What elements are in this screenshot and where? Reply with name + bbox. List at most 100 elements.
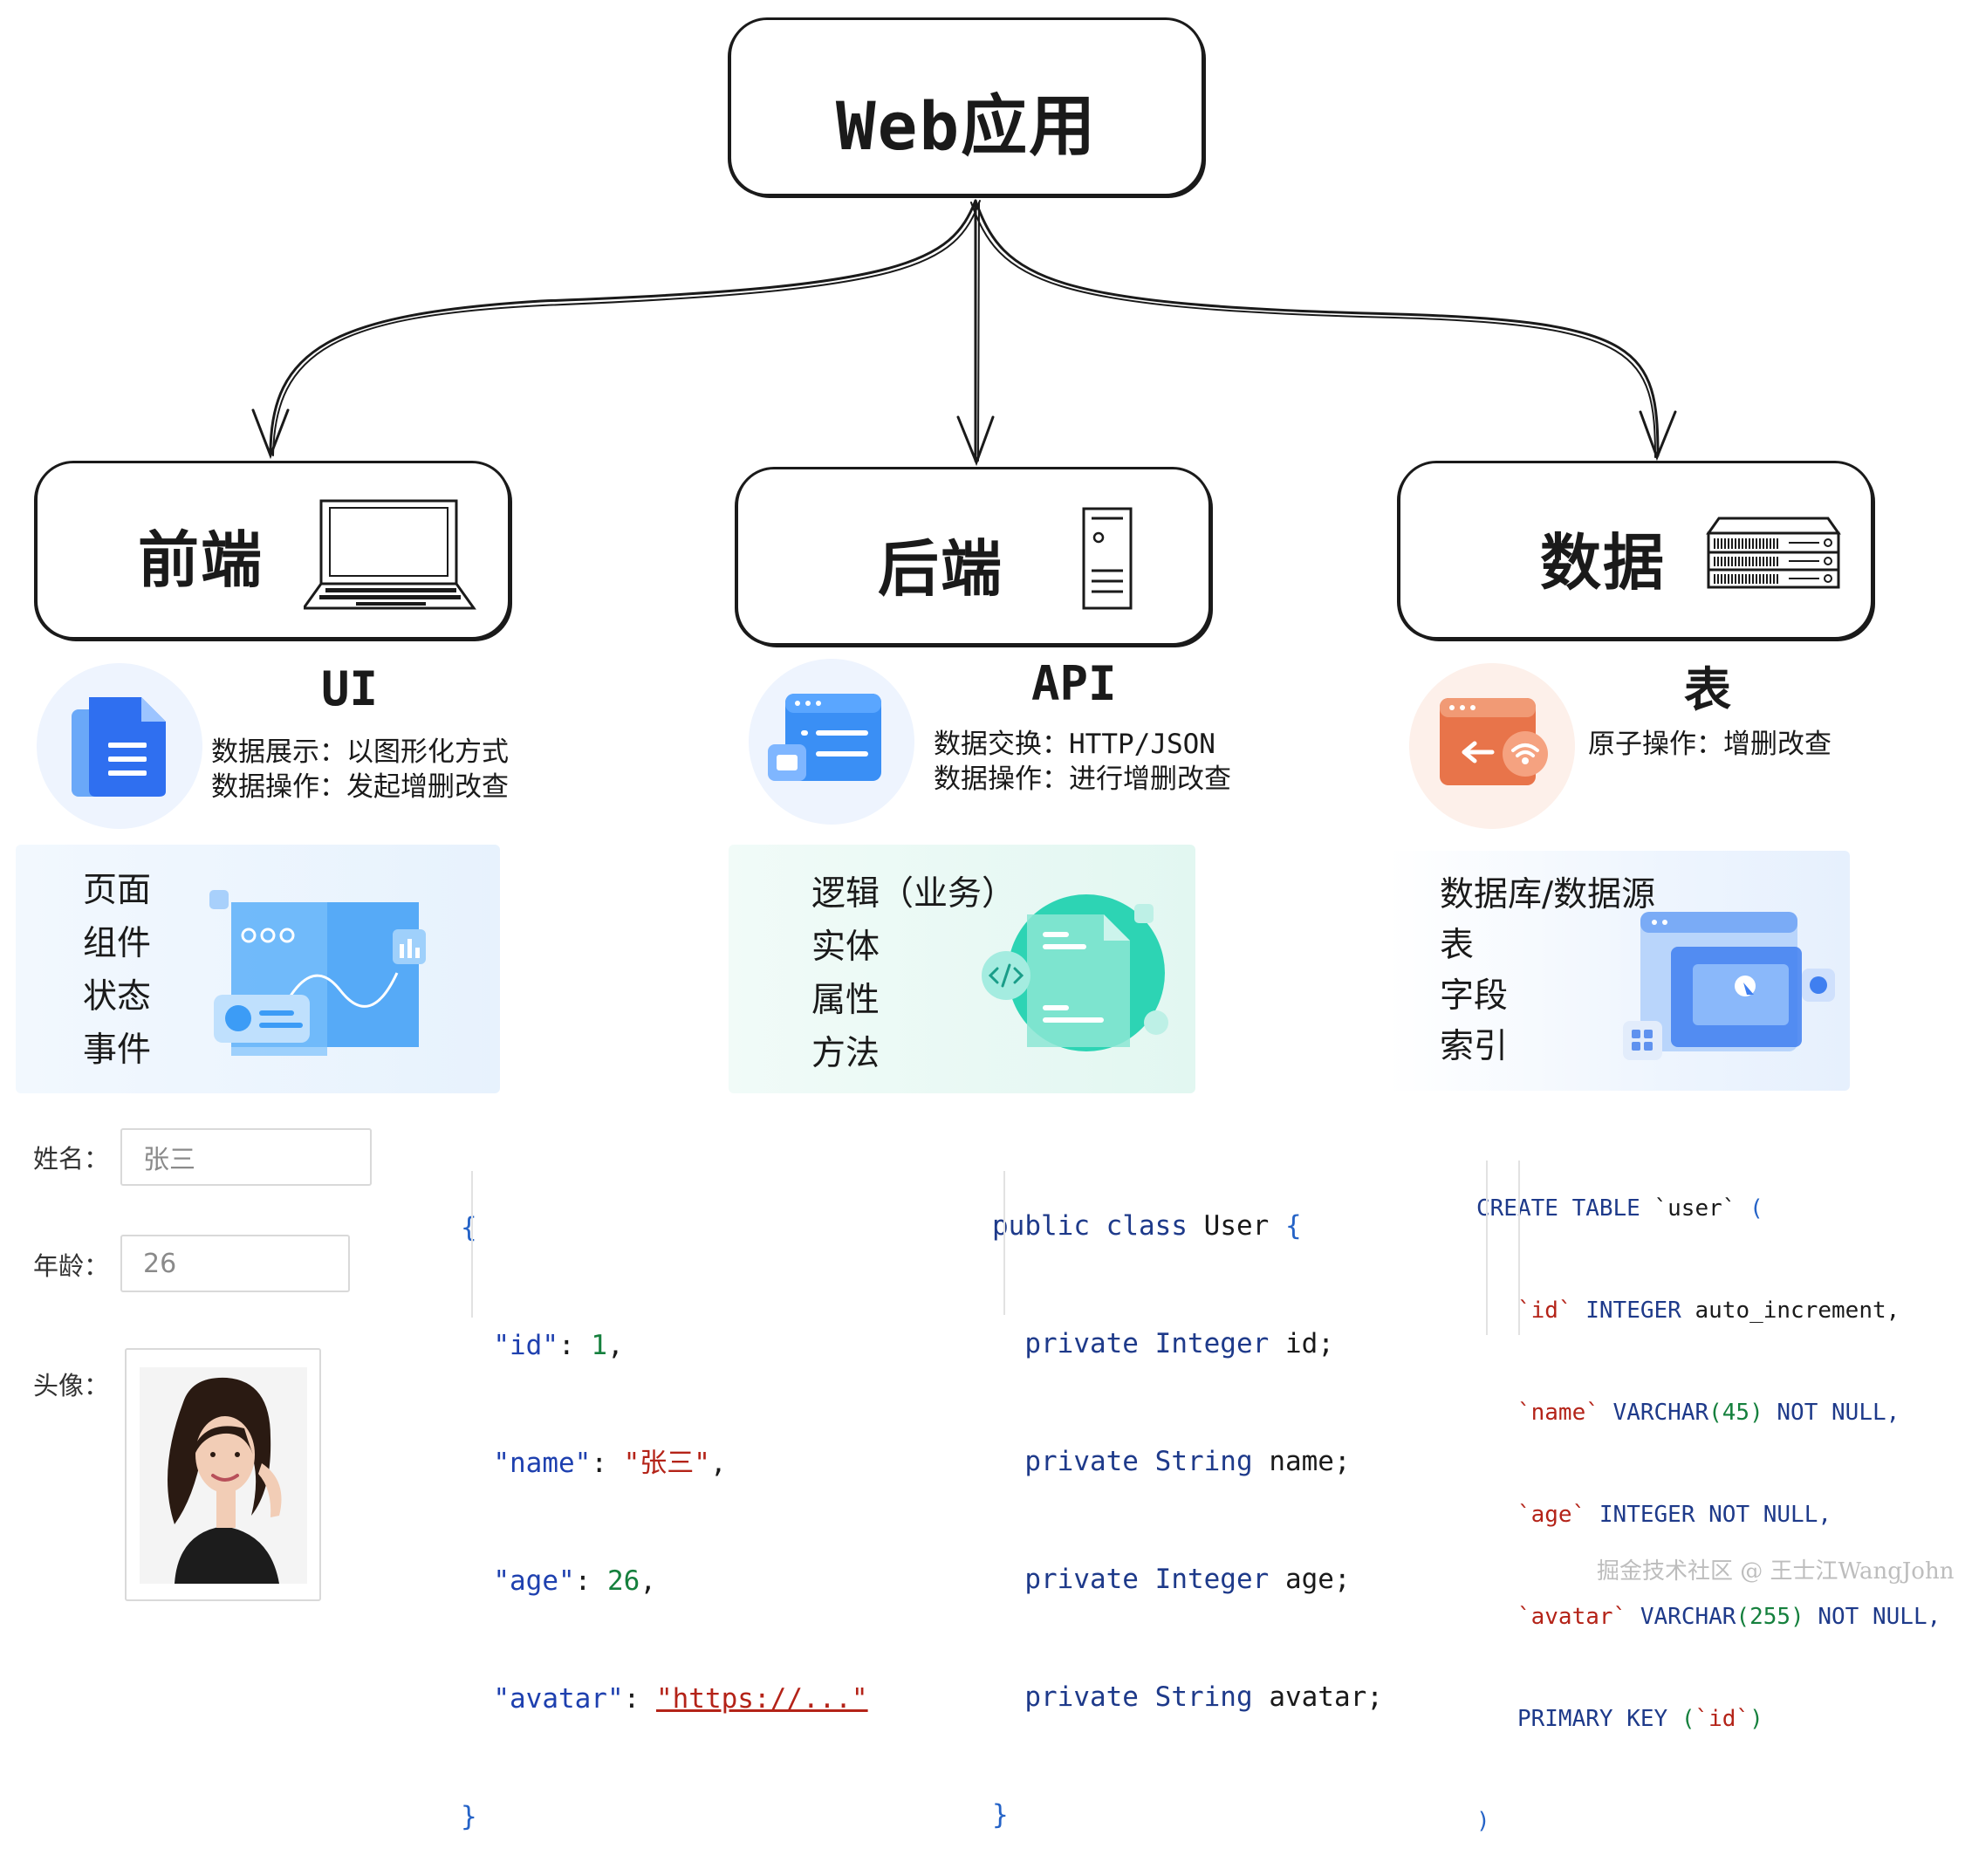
java-field-name: age; [1284, 1564, 1351, 1595]
ui-desc-line-2: 数据操作：发起增删改查 [211, 771, 509, 803]
root-title: Web应用 [835, 87, 1098, 165]
avatar-photo [140, 1367, 307, 1584]
data-item-field: 字段 [1440, 976, 1509, 1016]
java-field-type: Integer [1154, 1328, 1270, 1359]
backend-node: 后端 [736, 467, 1211, 646]
java-class-name: User [1203, 1210, 1270, 1242]
java-public-keyword: public [992, 1210, 1090, 1242]
avatar-label: 头像： [33, 1371, 110, 1400]
api-desc-line-1: 数据交换：HTTP/JSON [934, 729, 1215, 760]
java-field-type: String [1154, 1446, 1253, 1477]
java-field-name: avatar; [1269, 1681, 1383, 1713]
json-id-value: 1 [591, 1330, 607, 1361]
json-code-block: { "id": 1, "name": "张三", "age": 26, "ava… [461, 1212, 868, 1832]
json-age-value: 26 [606, 1565, 640, 1597]
sql-pk-column: `id` [1695, 1706, 1750, 1732]
data-desc-line-1: 原子操作：增删改查 [1588, 729, 1831, 760]
connector-arrows [251, 199, 1677, 467]
java-open-brace: { [1284, 1210, 1302, 1242]
sql-avatar-column: `avatar` [1517, 1604, 1627, 1630]
api-item-logic: 逻辑（业务） [811, 874, 1017, 914]
sql-avatar-type: VARCHAR [1640, 1604, 1736, 1630]
age-input[interactable]: 26 [120, 1235, 350, 1292]
frontend-title: 前端 [138, 524, 264, 596]
sql-id-type: INTEGER [1585, 1297, 1681, 1324]
java-field-type: Integer [1154, 1564, 1270, 1595]
data-description: 原子操作：增删改查 [1588, 727, 1831, 762]
name-input[interactable]: 张三 [120, 1128, 372, 1186]
ui-description: 数据展示：以图形化方式 数据操作：发起增删改查 [211, 735, 509, 804]
watermark: 掘金技术社区 @ 王士江WangJohn [1597, 1558, 1955, 1585]
api-item-method: 方法 [811, 1034, 880, 1073]
backend-title: 后端 [878, 533, 1003, 605]
java-close-brace: } [992, 1799, 1009, 1831]
ui-item-event: 事件 [83, 1030, 152, 1070]
api-section-title: API [1031, 656, 1117, 711]
json-id-key: "id" [493, 1330, 558, 1361]
ui-section-title: UI [321, 661, 379, 716]
java-private-keyword: private [1024, 1564, 1139, 1595]
rack-server-icon [1706, 517, 1841, 589]
api-window-icon [768, 694, 881, 781]
avatar-frame[interactable] [125, 1348, 321, 1601]
json-indent-guide [471, 1171, 473, 1318]
api-item-attribute: 属性 [811, 981, 880, 1020]
java-private-keyword: private [1024, 1446, 1139, 1477]
java-private-keyword: private [1024, 1681, 1139, 1713]
sql-open-paren: ( [1749, 1195, 1763, 1222]
data-title: 数据 [1540, 527, 1666, 599]
api-desc-line-2: 数据操作：进行增删改查 [934, 763, 1231, 795]
root-node: Web应用 [729, 17, 1204, 196]
ui-item-page: 页面 [83, 871, 152, 910]
sql-name-length: (45) [1708, 1400, 1763, 1426]
sql-pk-close: ) [1749, 1706, 1763, 1732]
java-field-name: id; [1284, 1328, 1334, 1359]
java-field-type: String [1154, 1681, 1253, 1713]
sql-avatar-extra: NOT NULL, [1818, 1604, 1941, 1630]
sql-pk-open: ( [1681, 1706, 1695, 1732]
ui-item-state: 状态 [83, 977, 152, 1017]
ui-item-component: 组件 [83, 924, 152, 963]
sql-indent-guide-2 [1518, 1161, 1520, 1335]
sql-id-column: `id` [1517, 1297, 1572, 1324]
data-item-database: 数据库/数据源 [1440, 875, 1656, 914]
sql-primary-key: PRIMARY KEY [1517, 1706, 1668, 1732]
data-panel-list: 数据库/数据源 表 字段 索引 [1440, 870, 1655, 1072]
sql-age-type: INTEGER [1599, 1502, 1695, 1528]
java-field-name: name; [1269, 1446, 1351, 1477]
sql-table-name: `user` [1653, 1195, 1736, 1222]
json-name-key: "name" [493, 1448, 592, 1479]
sql-code-block: CREATE TABLE `user` ( `id` INTEGER auto_… [1476, 1124, 1941, 1873]
sql-create-table: CREATE TABLE [1476, 1195, 1640, 1222]
java-class-keyword: class [1106, 1210, 1188, 1242]
ui-dashboard-illustration [209, 890, 426, 1056]
sql-age-column: `age` [1517, 1502, 1586, 1528]
data-node: 数据 [1398, 461, 1873, 640]
json-close-brace: } [461, 1801, 477, 1832]
age-label: 年龄： [33, 1251, 110, 1281]
json-age-key: "age" [493, 1565, 575, 1597]
name-label: 姓名： [33, 1144, 110, 1174]
json-avatar-value[interactable]: "https://..." [655, 1683, 868, 1715]
laptop-icon [304, 499, 476, 610]
database-window-icon [1440, 698, 1548, 785]
data-section-title: 表 [1684, 662, 1731, 717]
json-avatar-key: "avatar" [493, 1683, 624, 1715]
sql-indent-guide-1 [1486, 1161, 1488, 1335]
api-panel-list: 逻辑（业务） 实体 属性 方法 [811, 867, 1016, 1080]
sql-avatar-length: (255) [1736, 1604, 1804, 1630]
api-description: 数据交换：HTTP/JSON 数据操作：进行增删改查 [934, 727, 1231, 797]
sql-name-column: `name` [1517, 1400, 1599, 1426]
frontend-node: 前端 [35, 461, 510, 640]
java-private-keyword: private [1024, 1328, 1139, 1359]
data-item-table: 表 [1440, 926, 1475, 965]
ui-panel-list: 页面 组件 状态 事件 [83, 864, 151, 1077]
java-indent-guide [1003, 1171, 1005, 1315]
api-item-entity: 实体 [811, 928, 880, 967]
sql-age-extra: NOT NULL, [1708, 1502, 1832, 1528]
sql-close-paren: ) [1476, 1808, 1490, 1834]
ui-desc-line-1: 数据展示：以图形化方式 [211, 736, 509, 768]
java-code-block: public class User { private Integer id; … [992, 1128, 1383, 1874]
code-document-illustration [982, 894, 1168, 1051]
server-tower-icon [1082, 507, 1133, 610]
